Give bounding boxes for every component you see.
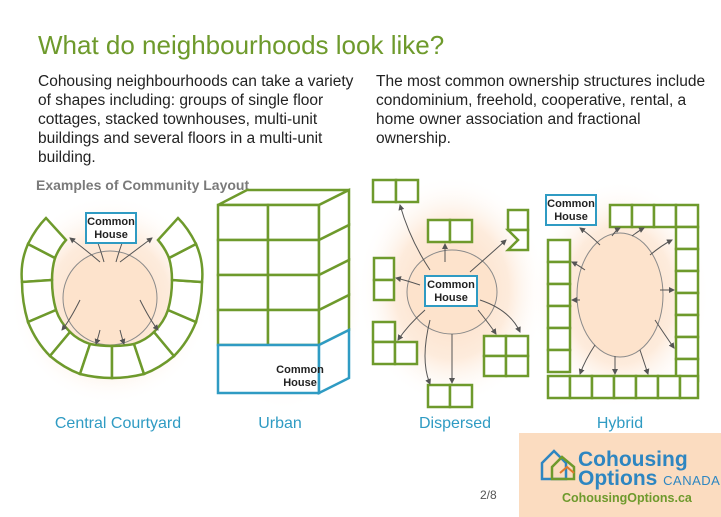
page-number: 2/8 [480, 488, 497, 502]
urban-layout: Common House [204, 187, 364, 410]
common-house-label: House [434, 292, 468, 304]
common-house-label: House [94, 229, 128, 241]
layout-label-hybrid: Hybrid [596, 415, 644, 432]
brand-url[interactable]: CohousingOptions.ca [562, 491, 692, 505]
dispersed-layout: Common House [357, 175, 547, 409]
common-house-marker [545, 194, 597, 226]
slide-title: What do neighbourhoods look like? [38, 30, 445, 60]
brand-name: Cohousing Options CANADA [578, 448, 721, 490]
hybrid-layout: Common House [530, 180, 710, 410]
brand-canada-text: CANADA [663, 473, 721, 488]
hybrid-units [546, 203, 700, 400]
common-house-label: House [554, 211, 588, 223]
common-house-label: Common [87, 216, 135, 228]
brand-name-line1: Cohousing [578, 448, 688, 471]
common-house-marker [424, 275, 478, 307]
common-house-label: Common [427, 279, 475, 291]
dispersed-paths [395, 204, 521, 385]
common-house-label: Common [276, 364, 324, 376]
intro-paragraph-right: The most common ownership structures inc… [376, 73, 706, 147]
house-logo-icon [540, 449, 576, 481]
brand-name-line2: Options CANADA [578, 467, 721, 490]
courtyard-unit-ring [20, 216, 204, 380]
hybrid-paths [571, 227, 675, 375]
layout-label-central-courtyard: Central Courtyard [54, 415, 182, 432]
layout-label-urban: Urban [258, 415, 302, 432]
courtyard-paths [61, 237, 159, 345]
intro-paragraph-left: Cohousing neighbourhoods can take a vari… [38, 73, 354, 166]
layout-examples-heading: Examples of Community Layout [36, 177, 250, 193]
dispersed-units [371, 178, 530, 409]
central-courtyard-layout: Common House [10, 195, 210, 405]
layout-label-dispersed: Dispersed [418, 415, 492, 432]
common-house-marker [85, 212, 137, 244]
common-house-label: House [283, 377, 317, 389]
common-house-label: Common [547, 198, 595, 210]
brand-options-text: Options [578, 467, 658, 490]
